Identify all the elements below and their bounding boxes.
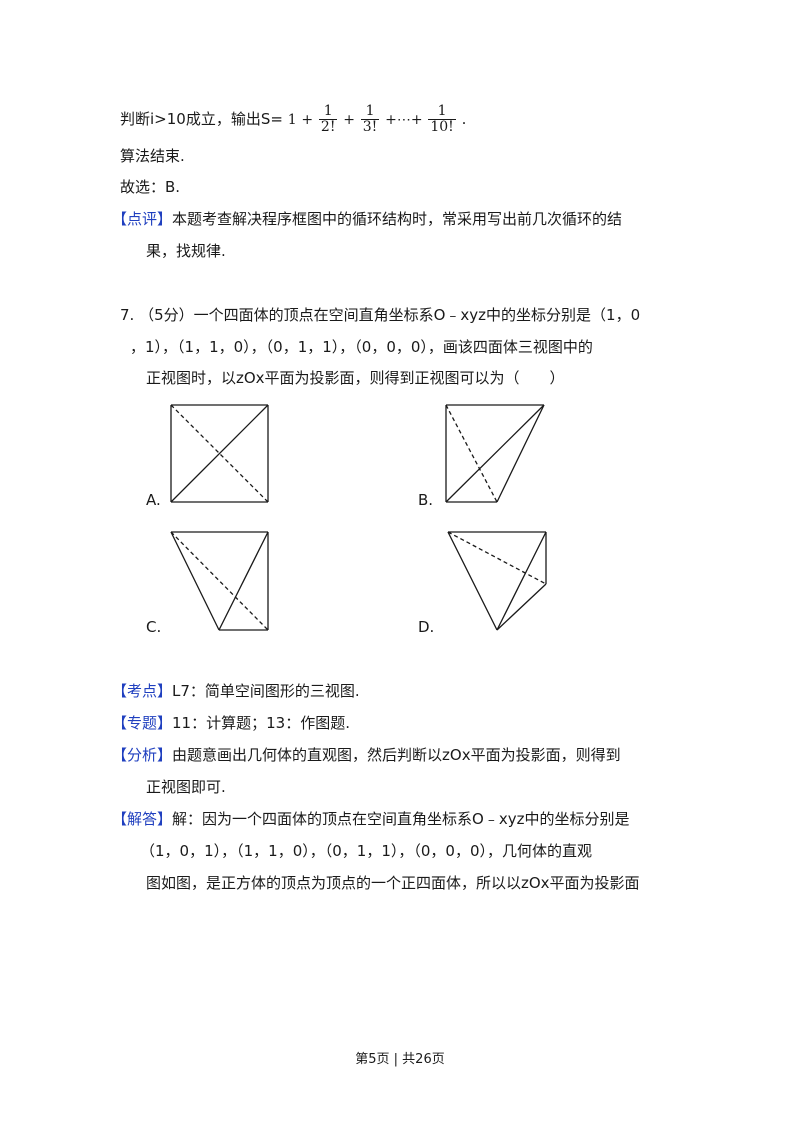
s-dots: +⋯+ [385,112,423,128]
option-a-label[interactable]: A. [146,491,161,509]
s-plus: + [343,112,355,128]
lower-right-edge [496,583,547,631]
s-plus: + [301,112,314,128]
option-b-figure [445,404,545,503]
review-line-1: 【点评】本题考查解决程序框图中的循环结构时，常采用写出前几次循环的结 [112,208,622,230]
left-slant-edge [447,531,498,631]
fenxi-text: 由题意画出几何体的直观图，然后判断以zOx平面为投影面，则得到 [172,746,621,764]
fraction-numerator: 1 [360,104,380,120]
solid-diagonal [218,531,269,631]
kaodian-text: L7：简单空间图形的三视图. [172,682,360,700]
fraction-numerator: 1 [428,104,456,120]
jieda-line-3: 图如图，是正方体的顶点为顶点的一个正四面体，所以以zOx平面为投影面 [146,874,640,892]
jieda-line-2: （1，0，1），（1，1，0），（0，1，1），（0，0，0），几何体的直观 [140,842,593,860]
slanted-left-edge [170,531,220,631]
dashed-diagonal [170,531,269,631]
inner-solid-edge [496,531,547,631]
option-d-label[interactable]: D. [418,618,435,636]
question-7-line-3: 正视图时，以zOx平面为投影面，则得到正视图可以为（ ） [146,369,565,387]
option-d-figure [447,531,547,631]
fenxi-line-1: 【分析】由题意画出几何体的直观图，然后判断以zOx平面为投影面，则得到 [112,744,621,766]
page-footer: 第5页 | 共26页 [355,1052,445,1067]
option-a-figure [170,404,269,503]
fraction-1-over-3-factorial: 1 3! [360,104,380,135]
kaodian-tag: 【考点】 [112,682,173,700]
zhuanti-tag: 【专题】 [112,714,173,732]
algo-end-line: 算法结束. [120,147,185,165]
option-c-label[interactable]: C. [146,618,162,636]
dashed-line [445,404,498,503]
zhuanti-line: 【专题】11：计算题；13：作图题. [112,712,350,734]
dashed-line [447,531,547,585]
option-c-figure [170,531,269,631]
fraction-1-over-10-factorial: 1 10! [428,104,456,135]
choice-line: 故选：B. [120,178,181,196]
judge-output-line: 判断i>10成立，输出S= 1 + 1 2! + 1 3! +⋯+ 1 10! … [120,104,466,135]
review-text: 本题考查解决程序框图中的循环结构时，常采用写出前几次循环的结 [172,210,623,228]
slanted-edge [496,404,545,503]
jieda-line-1: 【解答】解：因为一个四面体的顶点在空间直角坐标系O﹣xyz中的坐标分别是 [112,808,629,830]
solid-diagonal [170,404,269,503]
s-end: . [461,110,467,128]
jieda-tag: 【解答】 [112,810,173,828]
dashed-diagonal [170,404,269,503]
fraction-denominator: 10! [430,119,454,135]
question-7-line-1: 7. （5分）一个四面体的顶点在空间直角坐标系O﹣xyz中的坐标分别是（1，0 [120,306,641,324]
question-7-line-2: ，1），（1，1，0），（0，1，1），（0，0，0），画该四面体三视图中的 [130,338,593,356]
judge-prefix: 判断i>10成立，输出S= [120,110,283,128]
solid-diagonal [445,404,545,503]
zhuanti-text: 11：计算题；13：作图题. [172,714,350,732]
fraction-denominator: 2! [320,119,336,135]
review-line-2: 果，找规律. [146,242,226,260]
fraction-1-over-2-factorial: 1 2! [318,104,338,135]
s-one: 1 [287,112,297,128]
kaodian-line: 【考点】L7：简单空间图形的三视图. [112,680,360,702]
fraction-denominator: 3! [362,119,378,135]
fenxi-line-2: 正视图即可. [146,778,226,796]
review-tag: 【点评】 [112,210,173,228]
fenxi-tag: 【分析】 [112,746,173,764]
option-b-label[interactable]: B. [418,491,434,509]
jieda-text: 解：因为一个四面体的顶点在空间直角坐标系O﹣xyz中的坐标分别是 [172,810,630,828]
fraction-numerator: 1 [318,104,338,120]
